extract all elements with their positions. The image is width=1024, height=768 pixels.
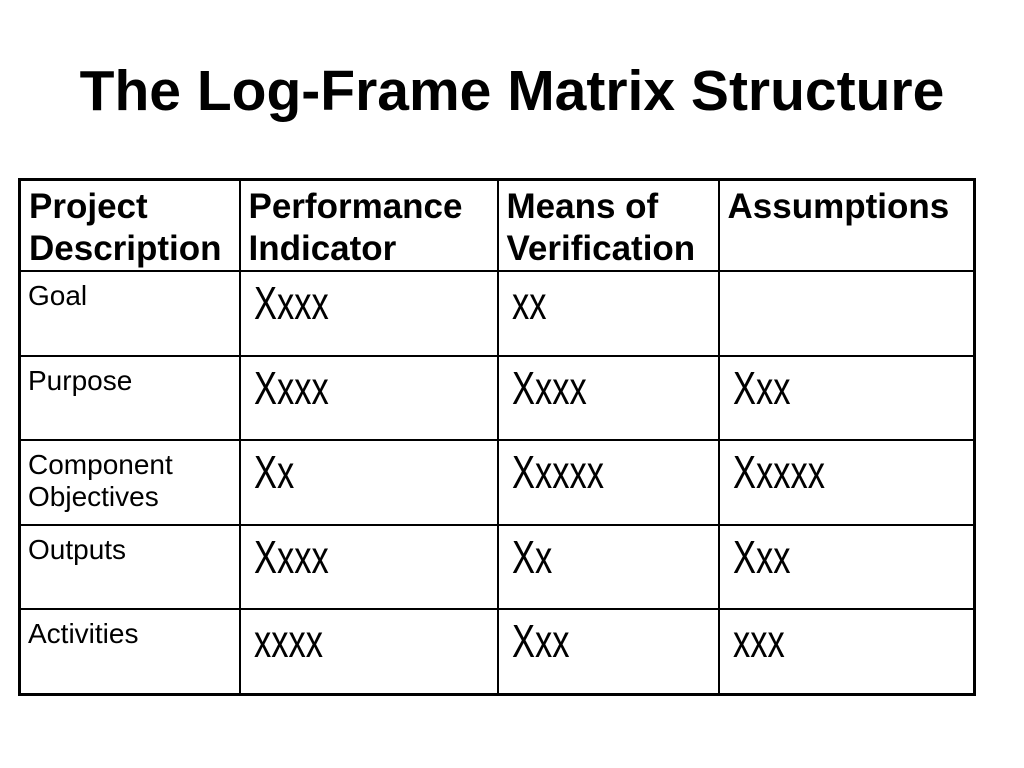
row-label: Goal [18,270,241,357]
table-cell: xxxx [238,608,499,695]
header-cell-performance-indicator: Performance Indicator [238,178,499,272]
table-cell: Xxx [717,355,976,441]
table-cell: xx [496,270,720,357]
table-cell: xxx [717,608,976,695]
cell-value: xxxx [253,615,323,667]
cell-value: Xxx [732,362,791,414]
cell-value: Xx [253,446,294,498]
header-cell-means-of-verification: Means of Verification [496,178,720,272]
cell-value: Xxxx [253,531,329,583]
logframe-table: Project Description Performance Indicato… [18,178,976,696]
table-cell [717,270,976,357]
row-label: Component Objectives [18,439,241,526]
table-cell: Xxxxx [496,439,720,526]
table-cell: Xxxx [238,524,499,610]
cell-value: Xx [511,531,552,583]
cell-value: xxx [732,615,785,667]
cell-value: Xxxx [253,362,329,414]
table-row-component-objectives: Component Objectives Xx Xxxxx Xxxxx [18,439,976,526]
cell-value: Xxx [511,615,570,667]
cell-value: Xxxxx [732,446,825,498]
header-cell-project-description: Project Description [18,178,241,272]
table-row-outputs: Outputs Xxxx Xx Xxx [18,524,976,610]
table-row-purpose: Purpose Xxxx Xxxx Xxx [18,355,976,441]
table-cell: Xxxx [238,270,499,357]
table-row-activities: Activities xxxx Xxx xxx [18,608,976,695]
table-cell: Xxxxx [717,439,976,526]
table-cell: Xx [496,524,720,610]
table-cell: Xxx [717,524,976,610]
cell-value: Xxx [732,531,791,583]
row-label: Purpose [18,355,241,441]
cell-value: xx [511,277,547,329]
row-label: Activities [18,608,241,695]
table-cell: Xxxx [496,355,720,441]
cell-value: Xxxxx [511,446,604,498]
table-header-row: Project Description Performance Indicato… [18,178,976,272]
header-cell-assumptions: Assumptions [717,178,976,272]
cell-value: Xxxx [511,362,587,414]
page-title: The Log-Frame Matrix Structure [79,59,945,123]
table-cell: Xx [238,439,499,526]
table-row-goal: Goal Xxxx xx [18,270,976,357]
table-cell: Xxxx [238,355,499,441]
table-cell: Xxx [496,608,720,695]
row-label: Outputs [18,524,241,610]
cell-value: Xxxx [253,277,329,329]
